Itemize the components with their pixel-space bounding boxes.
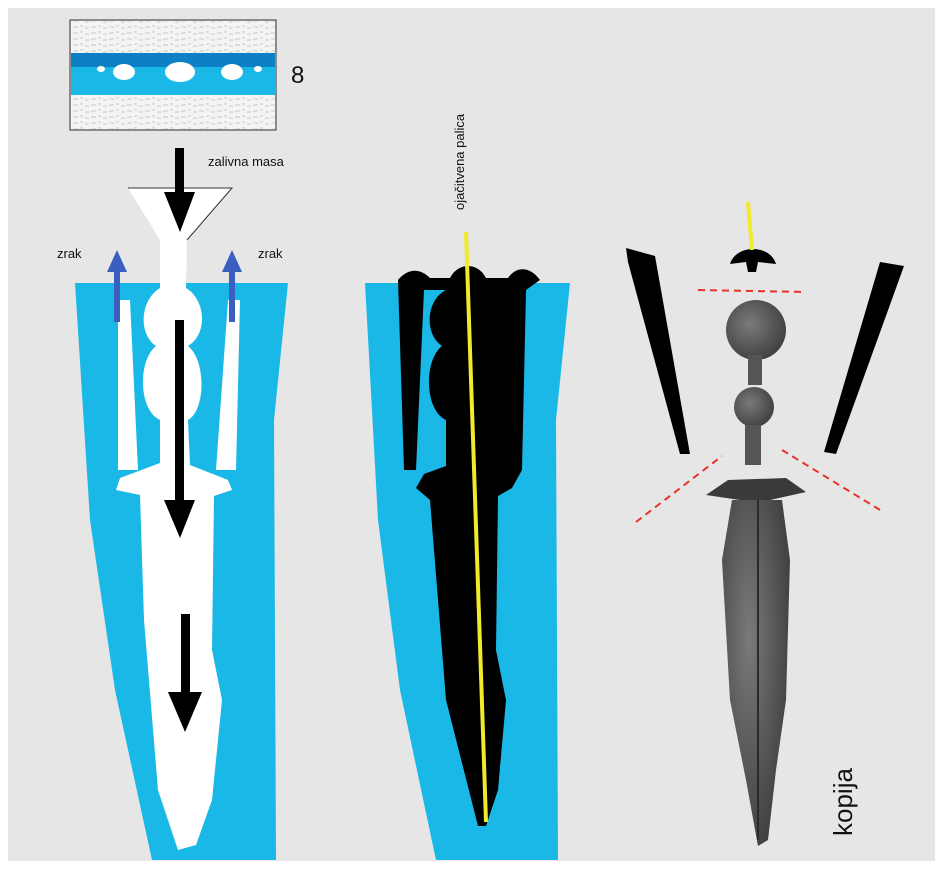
copy-label: kopija (828, 768, 859, 836)
cut-line (636, 456, 722, 522)
mould-filled (365, 232, 570, 860)
figure-number: 8 (291, 62, 304, 90)
mould-section-inset (70, 20, 276, 130)
sprue-cap (730, 249, 776, 272)
dagger-guard (706, 478, 806, 500)
dagger-copy (626, 202, 904, 846)
cut-line (782, 450, 880, 510)
cut-line (698, 290, 806, 292)
rod-label: ojačitvena palica (452, 114, 467, 210)
dagger-pommel (726, 300, 786, 360)
sprue-right (824, 262, 904, 454)
sprue-left (626, 248, 690, 454)
air-label-right: zrak (258, 246, 283, 261)
dagger-blade (722, 500, 790, 846)
air-label-left: zrak (57, 246, 82, 261)
pour-label: zalivna masa (208, 154, 284, 169)
